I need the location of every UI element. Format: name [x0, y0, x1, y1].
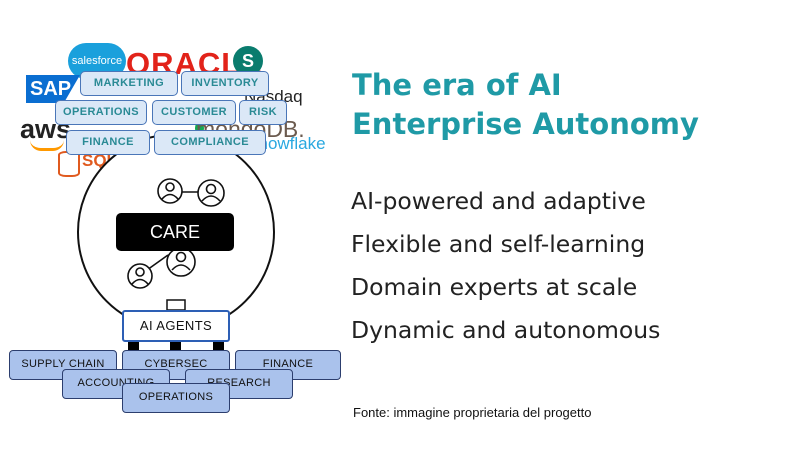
feature-item: AI-powered and adaptive	[351, 187, 646, 215]
agent-leg	[128, 342, 139, 350]
network-icon	[127, 178, 225, 289]
tag-operations: OPERATIONS	[55, 100, 147, 125]
tag-operations-bottom: OPERATIONS	[122, 383, 230, 413]
title-line-1: The era of AI	[352, 68, 562, 102]
slide-title: The era of AI Enterprise Autonomy	[352, 66, 772, 144]
title-line-2: Enterprise Autonomy	[352, 107, 699, 141]
tag-marketing: MARKETING	[80, 71, 178, 96]
tag-compliance: COMPLIANCE	[154, 130, 266, 155]
aws-smile-icon	[30, 140, 64, 151]
feature-list: AI-powered and adaptive Flexible and sel…	[351, 185, 660, 357]
tag-risk: RISK	[239, 100, 287, 125]
feature-item: Domain experts at scale	[351, 273, 638, 301]
tag-inventory: INVENTORY	[181, 71, 269, 96]
tag-customer: CUSTOMER	[152, 100, 236, 125]
agent-leg	[170, 342, 181, 350]
care-label: CARE	[116, 213, 234, 251]
sap-logo: SAP	[26, 75, 80, 103]
feature-item: Dynamic and autonomous	[351, 316, 661, 344]
agent-leg	[213, 342, 224, 350]
tag-finance: FINANCE	[66, 130, 150, 155]
feature-item: Flexible and self-learning	[351, 230, 646, 258]
snowflake-logo: snowflake	[250, 134, 326, 153]
source-caption: Fonte: immagine proprietaria del progett…	[353, 405, 592, 420]
ai-agents-label: AI AGENTS	[122, 310, 230, 342]
tag-cybersec: CYBERSEC	[122, 350, 230, 380]
mongodb-leaf-icon	[195, 121, 204, 136]
